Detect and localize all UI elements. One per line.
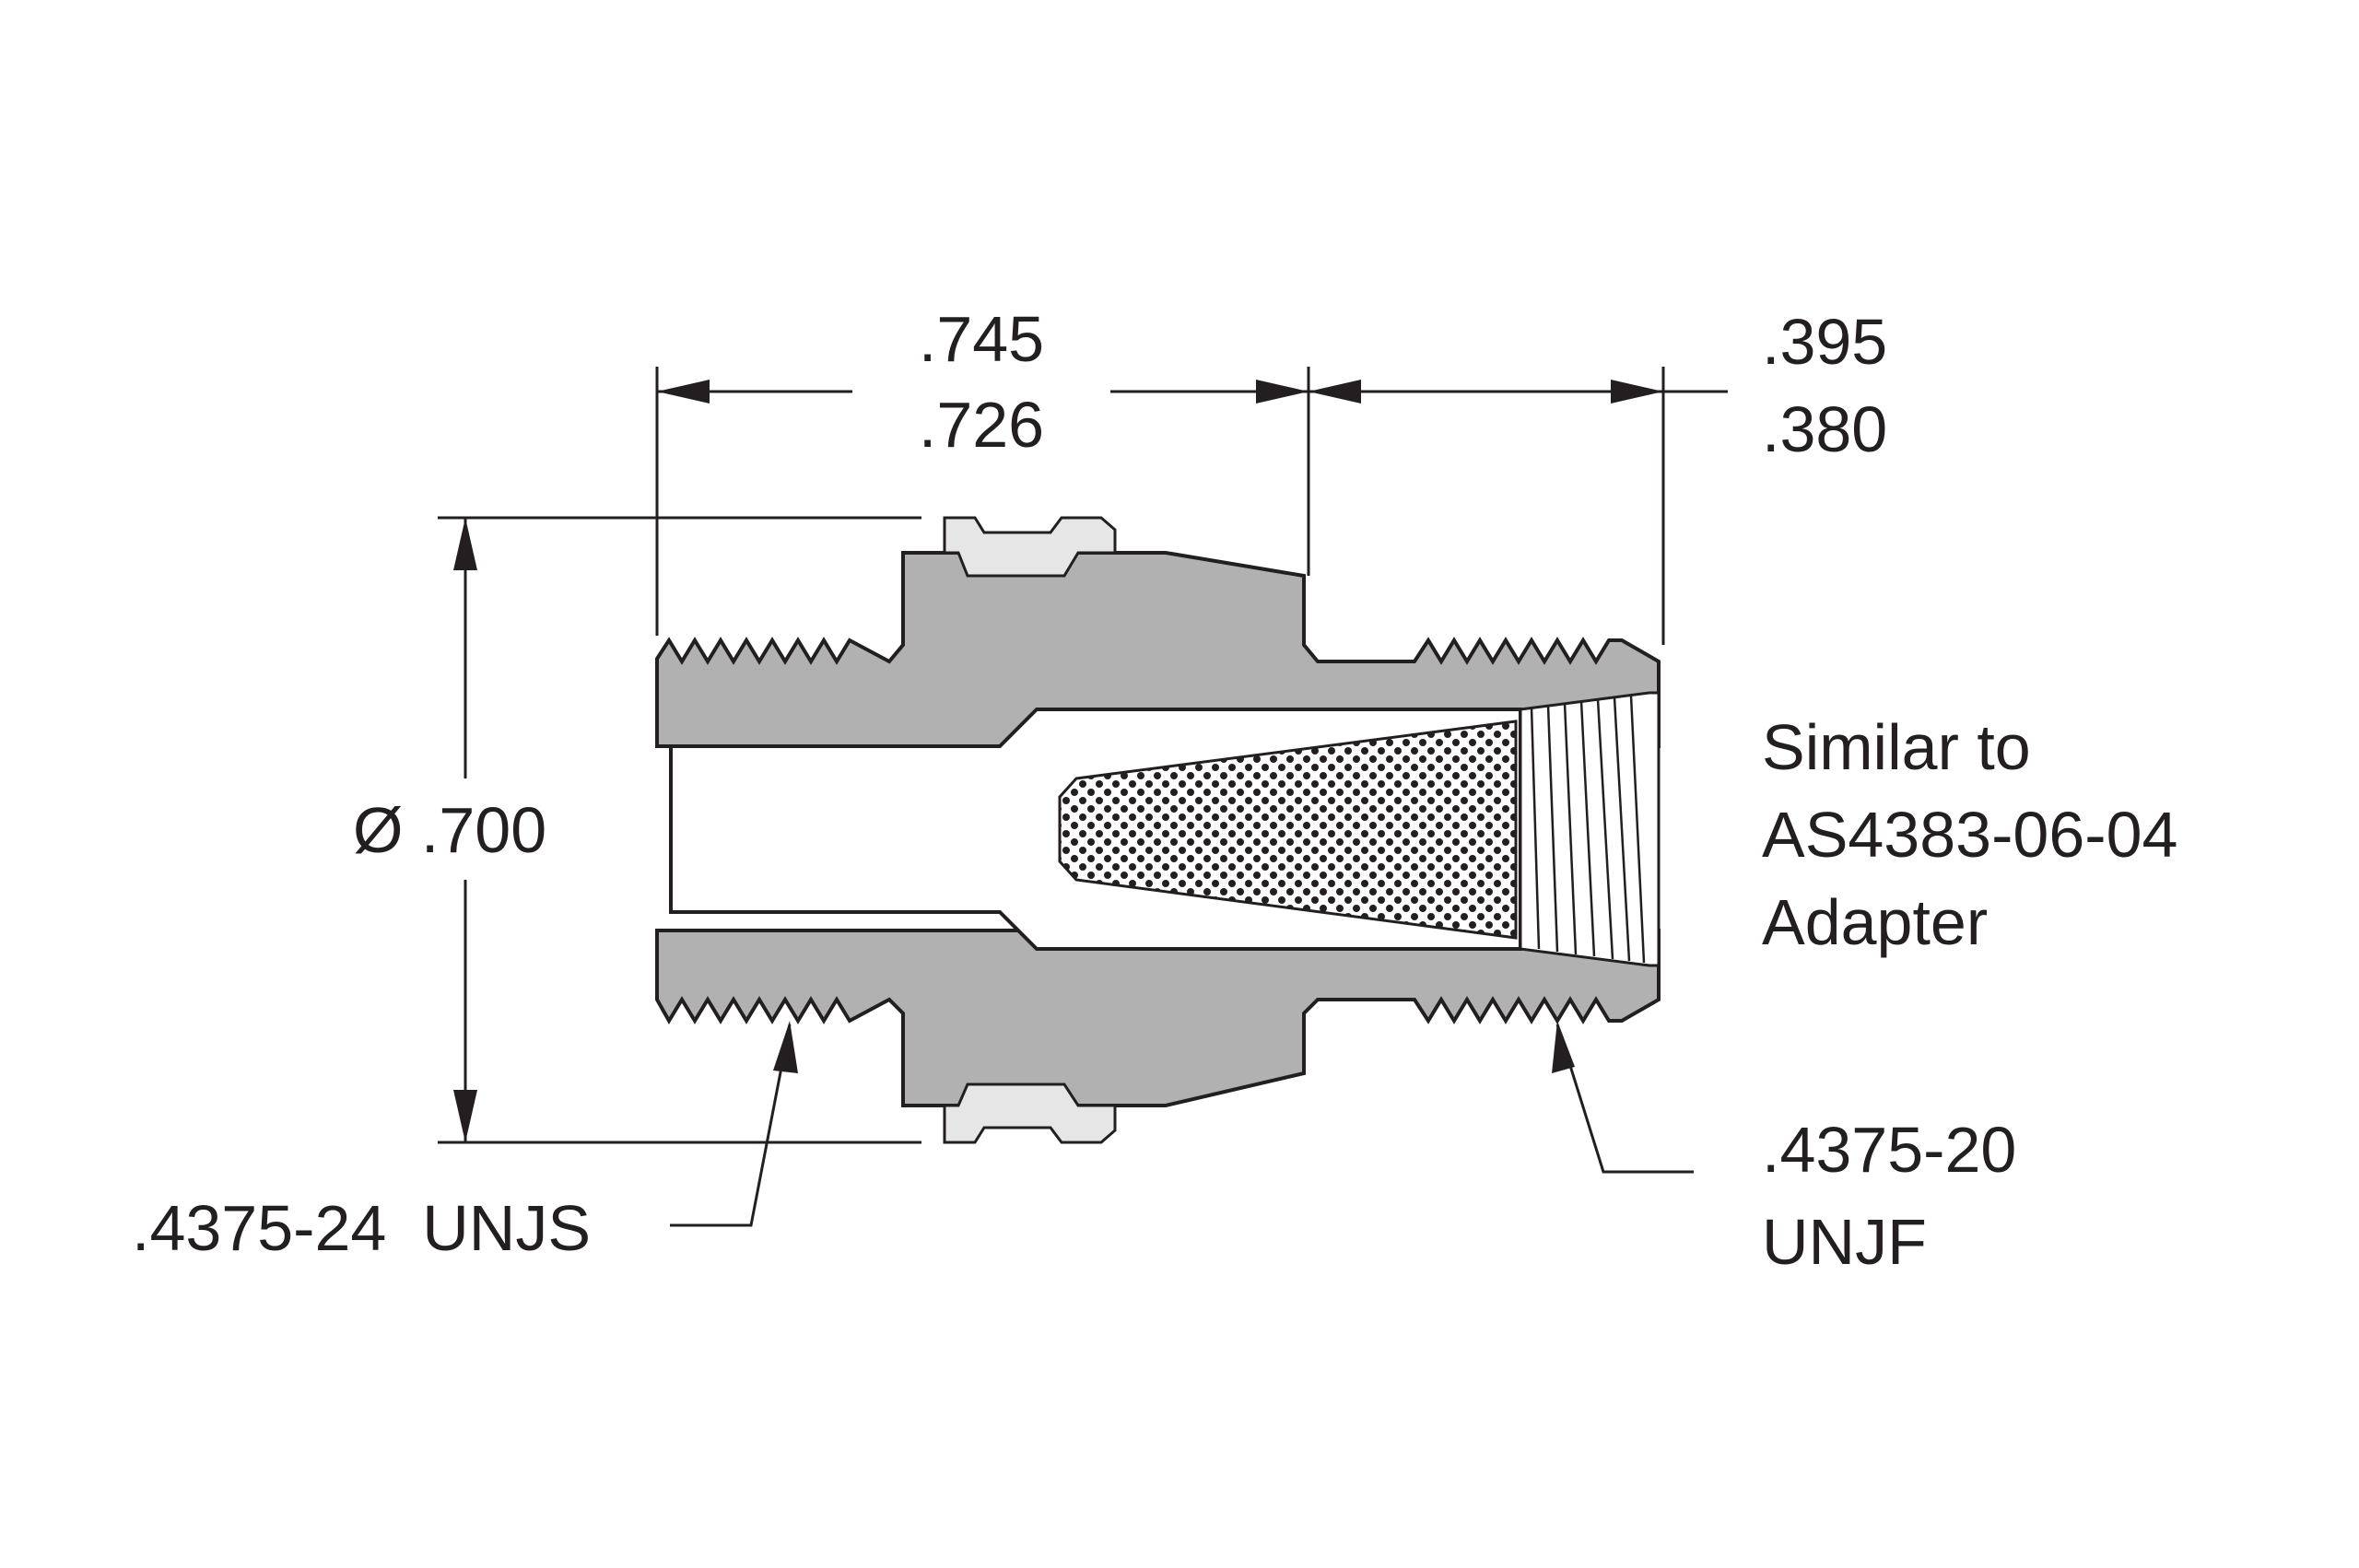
dimension-lines — [438, 367, 1728, 1144]
arrowhead — [1611, 380, 1663, 404]
callout-left-thread: .4375-24 UNJS — [132, 1192, 591, 1264]
callout-right-thread-2: UNJF — [1762, 1206, 1927, 1278]
seal-bottom — [943, 1082, 1117, 1144]
arrowhead — [657, 380, 710, 404]
note-line-1: Similar to — [1762, 711, 2031, 783]
female-thread-lines — [1530, 695, 1646, 964]
body-upper-wall — [655, 551, 1661, 748]
body-lower-wall — [655, 929, 1661, 1107]
arrowhead — [1256, 380, 1309, 404]
dim-thread-length-max: .395 — [1762, 306, 1887, 378]
note-line-2: AS4383-06-04 — [1762, 799, 2177, 871]
arrowhead — [453, 1090, 477, 1142]
adapter-body — [655, 551, 1661, 1107]
filter-screen — [1058, 720, 1518, 940]
dim-diameter: Ø .700 — [353, 794, 546, 866]
seal-ring — [943, 516, 1117, 1144]
dim-thread-length-min: .380 — [1762, 393, 1887, 465]
note-line-3: Adapter — [1762, 886, 1988, 958]
arrowhead — [1309, 380, 1361, 404]
callout-right-thread-1: .4375-20 — [1762, 1114, 2016, 1186]
arrowhead — [453, 518, 477, 570]
dim-length-max: .745 — [919, 303, 1044, 375]
leader-lines — [670, 1021, 1694, 1227]
seal-top — [943, 516, 1117, 578]
dim-length-min: .726 — [919, 389, 1044, 461]
